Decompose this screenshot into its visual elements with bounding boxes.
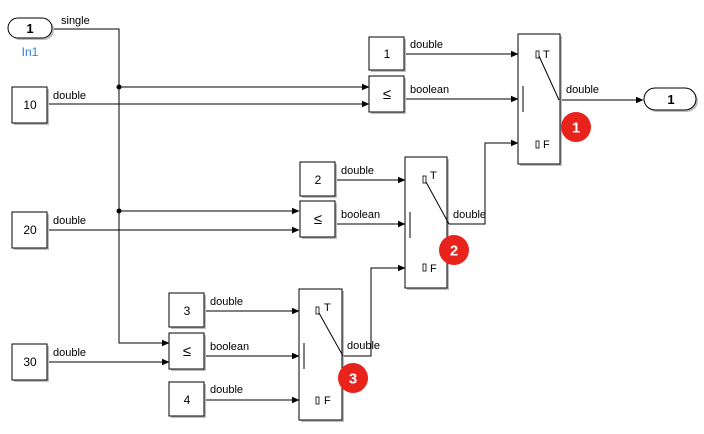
wire-switch-3-out[interactable] [343, 264, 406, 357]
badge-1-label: 1 [572, 120, 580, 137]
badge-3-circle [338, 363, 368, 393]
switch-block-3[interactable]: T F [298, 288, 344, 422]
badge-2-label: 2 [450, 243, 458, 260]
signal-labels: single double double double double boole… [53, 15, 599, 396]
wire-inport-trunk[interactable] [54, 28, 170, 347]
signal-label-compare-2: boolean [341, 209, 380, 221]
signal-label-switch-2: double [453, 209, 486, 221]
signal-label-const-30: double [53, 347, 86, 359]
switch-block-1[interactable]: T F [517, 33, 562, 166]
switch-false-port: F [324, 395, 331, 407]
switch-true-port: T [543, 49, 550, 61]
constant-value: 2 [315, 173, 322, 187]
badge-1: 1 [561, 112, 591, 142]
compare-block-1[interactable]: ≤ [368, 75, 406, 114]
constant-value: 1 [384, 47, 391, 61]
constant-block-20[interactable]: 20 [11, 211, 49, 250]
inport-name: In1 [22, 45, 39, 59]
signal-label-compare-3: boolean [210, 341, 249, 353]
signal-label-const-2: double [341, 165, 374, 177]
badge-1-circle [561, 112, 591, 142]
constant-block-30[interactable]: 30 [11, 343, 49, 382]
switch-false-port: F [430, 263, 437, 275]
signal-label-compare-1: boolean [410, 84, 449, 96]
signal-label-const-3: double [210, 296, 243, 308]
switch-false-port: F [543, 139, 550, 151]
inport-number: 1 [26, 21, 33, 36]
constant-block-1[interactable]: 1 [368, 36, 406, 72]
switch-true-port: T [324, 302, 331, 314]
signal-label-const-1: double [410, 39, 443, 51]
constant-value: 3 [184, 304, 191, 318]
constant-block-4[interactable]: 4 [168, 381, 206, 418]
signal-label-const-20: double [53, 215, 86, 227]
compare-operator: ≤ [383, 86, 391, 103]
branch-point [116, 208, 122, 214]
outport-number: 1 [667, 92, 674, 107]
badge-2-circle [439, 235, 469, 265]
signal-label-inport: single [61, 15, 90, 27]
switch-block-2[interactable]: T F [404, 156, 450, 290]
badge-3: 3 [338, 363, 368, 393]
signal-lines [47, 28, 644, 404]
outport-block[interactable]: 1 [643, 87, 698, 112]
wire-switch-2-out[interactable] [449, 139, 519, 225]
constant-block-10[interactable]: 10 [11, 86, 49, 125]
compare-operator: ≤ [183, 343, 191, 360]
signal-label-switch-1: double [566, 84, 599, 96]
constant-value: 4 [184, 393, 191, 407]
compare-block-2[interactable]: ≤ [299, 200, 337, 239]
compare-block-3[interactable]: ≤ [168, 332, 206, 371]
signal-label-switch-3: double [347, 340, 380, 352]
branch-point [116, 84, 122, 90]
switch-true-port: T [430, 170, 437, 182]
constant-value: 20 [23, 223, 37, 237]
constant-value: 10 [23, 98, 37, 112]
compare-operator: ≤ [314, 211, 322, 228]
constant-block-3[interactable]: 3 [168, 292, 206, 329]
badge-2: 2 [439, 235, 469, 265]
signal-label-const-4: double [210, 384, 243, 396]
constant-block-2[interactable]: 2 [299, 161, 337, 198]
constant-value: 30 [23, 355, 37, 369]
inport-block[interactable]: 1 In1 [7, 17, 54, 59]
badge-3-label: 3 [349, 371, 357, 388]
signal-label-const-10: double [53, 90, 86, 102]
